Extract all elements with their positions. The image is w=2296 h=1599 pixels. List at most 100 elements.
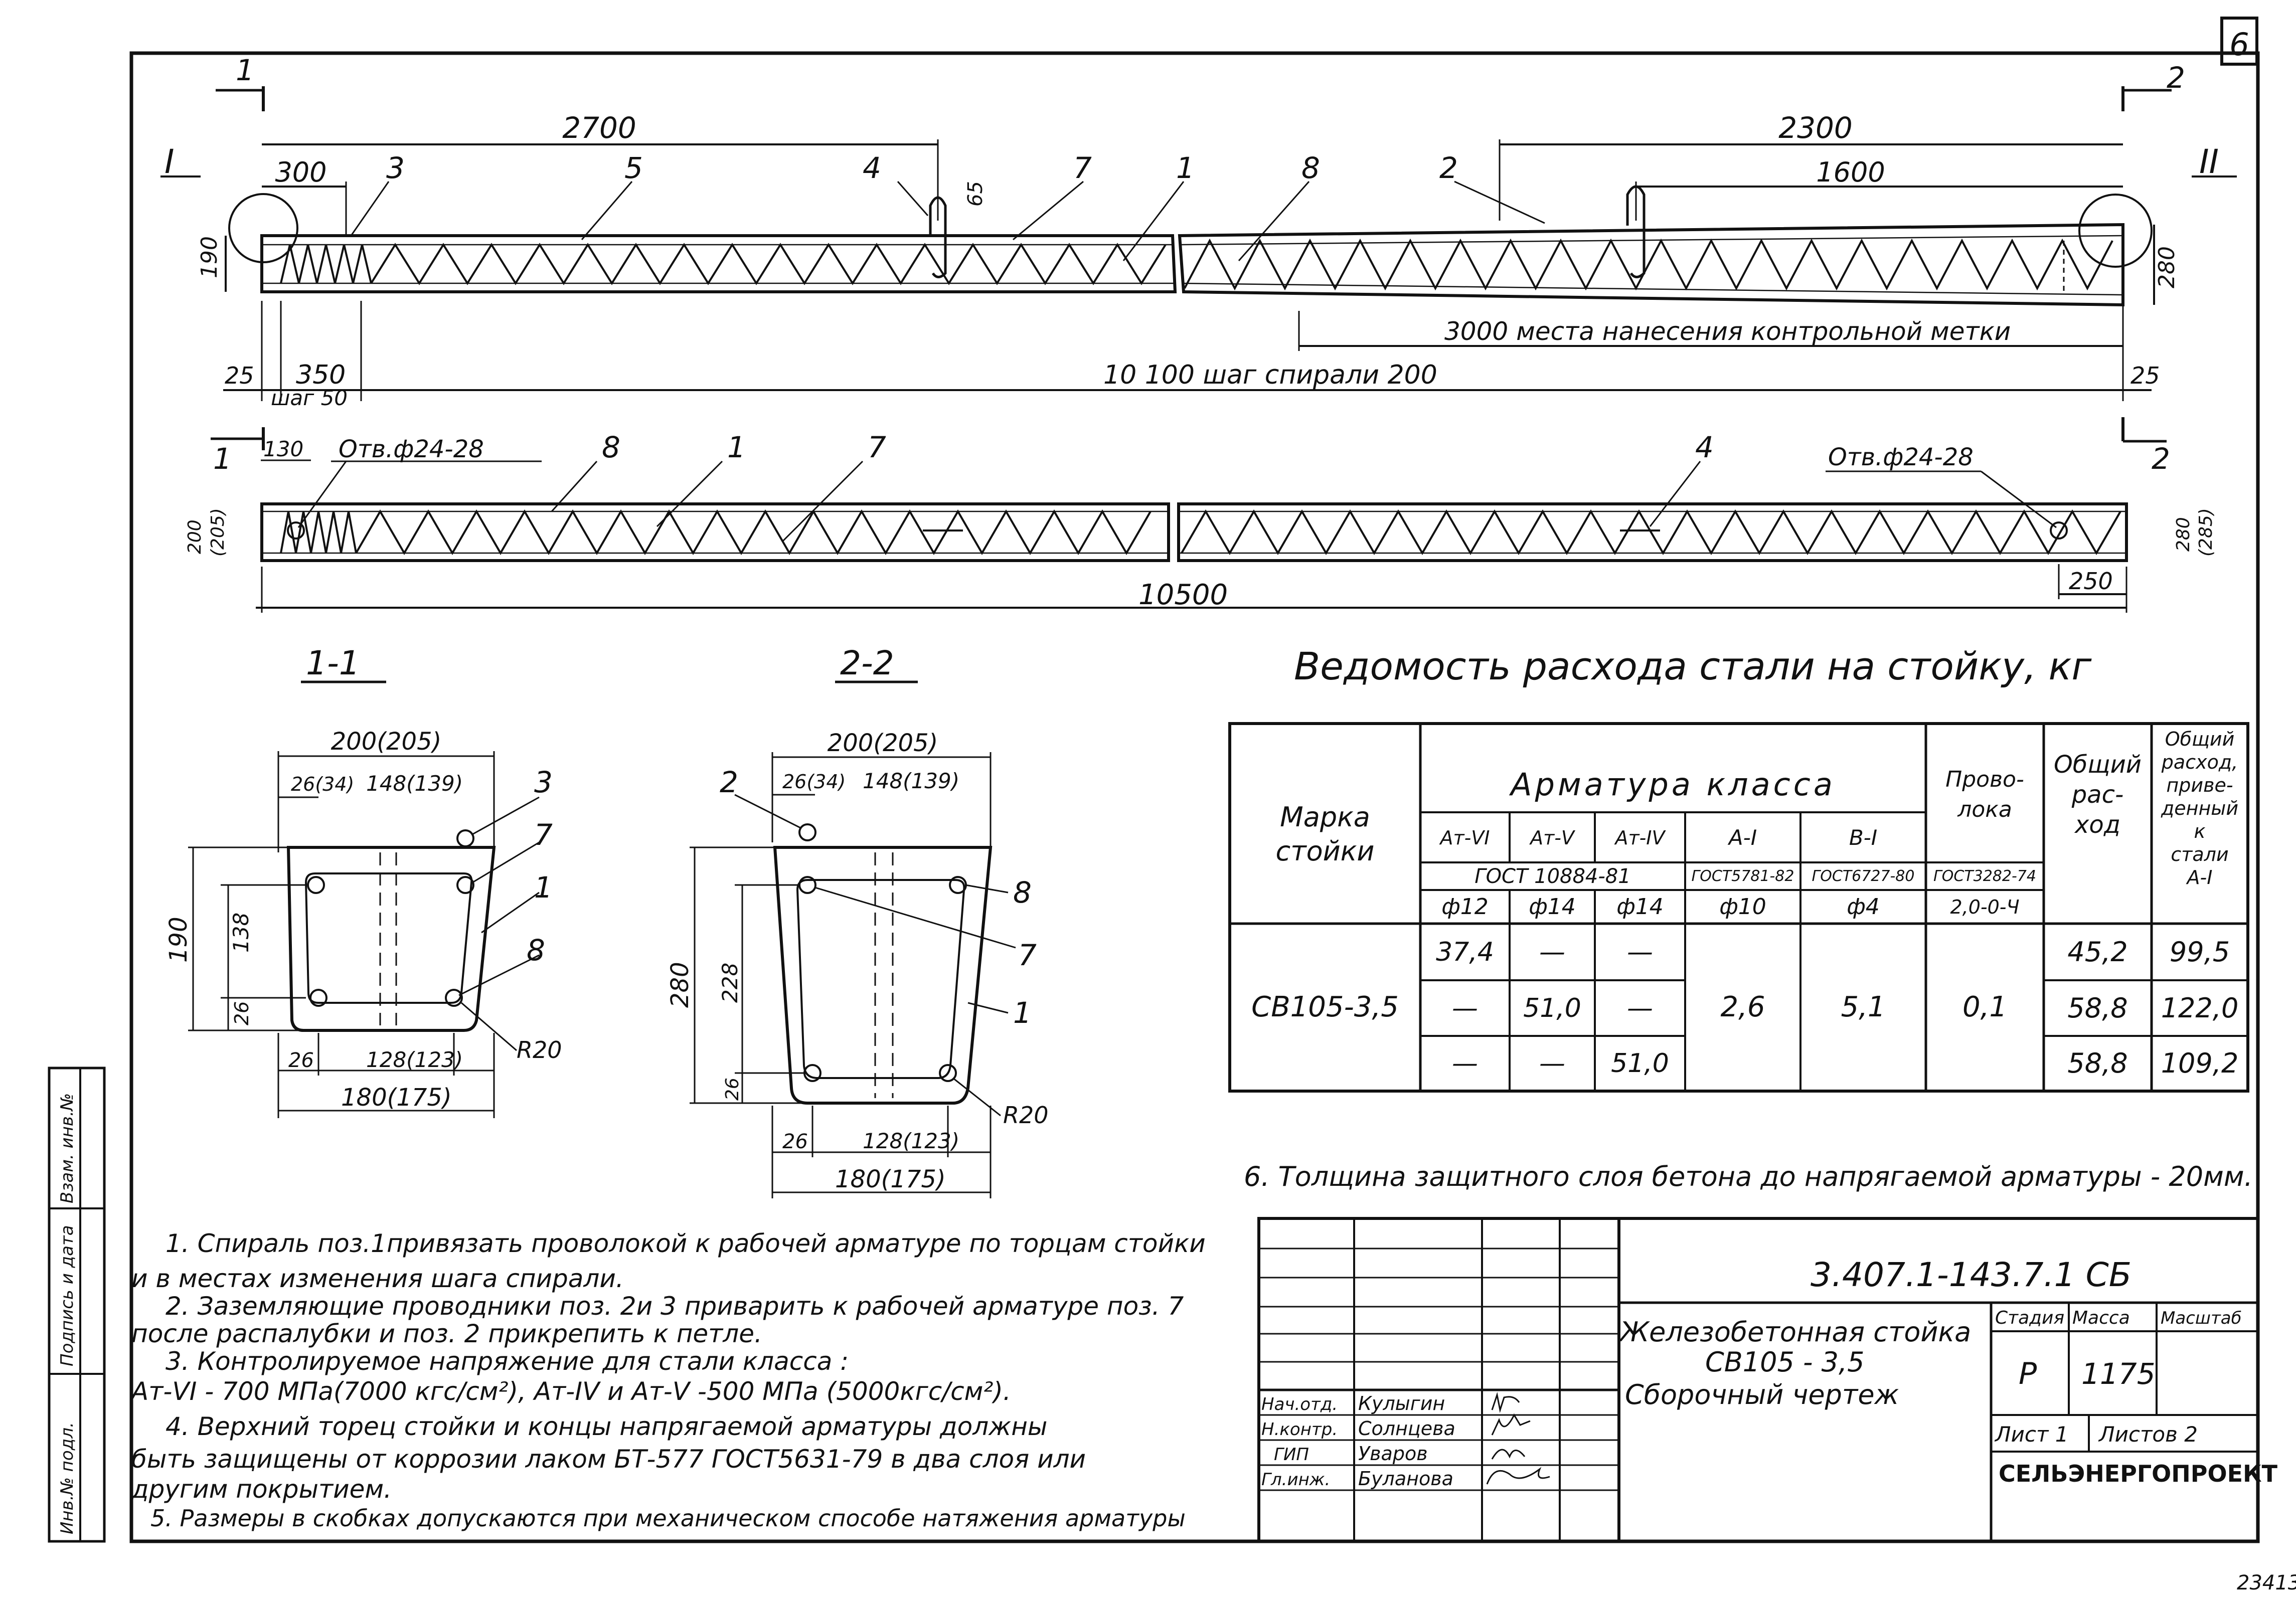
- std-at: ГОСТ 10884-81: [1474, 865, 1631, 888]
- pos-8: 8: [1301, 151, 1320, 185]
- th-red-6: стали: [2171, 843, 2229, 865]
- section-mark-bottom-1: 1: [213, 442, 232, 476]
- r1-total: 45,2: [2067, 936, 2128, 968]
- dim-300: 300: [275, 156, 326, 188]
- shared-a1: 2,6: [1720, 991, 1765, 1023]
- s1-dim-bot-a: 26: [288, 1049, 314, 1072]
- role-1: Нач.отд.: [1261, 1394, 1338, 1414]
- pos-3: 3: [386, 151, 405, 185]
- th-red-5: к: [2194, 820, 2206, 842]
- beam-side-view: 1 2 130 200 (205) 280 (285) 10500 250: [185, 417, 2216, 613]
- s2-dim-top-a: 26(34): [782, 771, 846, 793]
- s2-r20: R20: [1003, 1102, 1049, 1129]
- dim-25-left: 25: [225, 362, 254, 389]
- note-5: 5. Размеры в скобках допускаются при мех…: [150, 1505, 1186, 1532]
- s2-dim-top-b: 148(139): [863, 769, 959, 793]
- shared-wire: 0,1: [1962, 991, 2008, 1023]
- th-total-3: ход: [2075, 811, 2120, 839]
- s1-pos-3: 3: [534, 765, 553, 799]
- shared-b1: 5,1: [1841, 991, 1886, 1023]
- steel-table: [1228, 722, 2249, 1093]
- s2-pos-1: 1: [1013, 996, 1032, 1030]
- s1-dim-top: 200(205): [331, 728, 442, 756]
- s2-dim-bot-a: 26: [782, 1130, 808, 1153]
- side-pos-7: 7: [868, 430, 886, 464]
- th-red-7: А-I: [2187, 866, 2213, 889]
- section-1-1: 1-1 200(205) 26(34) 148(139) 190 138 26: [165, 644, 562, 1118]
- s1-dim-bot-b: 128(123): [366, 1047, 463, 1072]
- doc-name-line1: Железобетонная стойка: [1618, 1316, 1971, 1348]
- side-stamp: Инв.№ подл. Подпись и дата Взам. инв.№: [48, 1067, 106, 1543]
- note-1a: 1. Спираль поз.1привязать проволокой к р…: [166, 1229, 1206, 1258]
- section-mark-1: 1: [236, 53, 254, 87]
- dia-2: ф14: [1529, 894, 1576, 920]
- s2-dim-top: 200(205): [828, 729, 938, 757]
- s2-pos-2: 2: [720, 765, 738, 799]
- th-total-1: Общий: [2054, 751, 2142, 779]
- page-number: 6: [2229, 26, 2249, 63]
- r1-reduced: 99,5: [2169, 936, 2230, 968]
- s1-r20: R20: [517, 1036, 562, 1063]
- r2-at4: —: [1627, 993, 1653, 1023]
- cls-at5: Ат-V: [1530, 827, 1574, 849]
- hole-label-right: Отв.ф24-28: [1828, 443, 1974, 471]
- person-2: Солнцева: [1358, 1417, 1455, 1440]
- cls-a1: А-I: [1728, 825, 1757, 850]
- section-1-1-title: 1-1: [306, 644, 360, 682]
- dim-3000-note: 3000 места нанесения контрольной метки: [1444, 317, 2011, 346]
- th-red-1: Общий: [2165, 728, 2235, 750]
- dim-10500: 10500: [1138, 579, 1228, 611]
- s2-pos-8: 8: [1013, 875, 1032, 910]
- role-4: Гл.инж.: [1261, 1470, 1330, 1490]
- th-mark-1: Марка: [1280, 801, 1370, 833]
- pos-2: 2: [1439, 151, 1458, 185]
- cls-b1: В-I: [1849, 825, 1878, 850]
- step-50: шаг 50: [271, 386, 348, 410]
- r3-total: 58,8: [2067, 1047, 2128, 1079]
- cls-at4: Ат-IV: [1615, 827, 1665, 849]
- pos-5: 5: [624, 151, 643, 185]
- dim-250: 250: [2069, 568, 2113, 595]
- signatures: [1486, 1392, 1550, 1485]
- s2-dim-228: 228: [718, 963, 742, 1003]
- s1-dim-top-b: 148(139): [366, 771, 463, 796]
- dim-1600: 1600: [1816, 156, 1885, 188]
- role-2: Н.контр.: [1261, 1419, 1338, 1440]
- r1-at5: —: [1539, 937, 1565, 967]
- stamp-sign-date: Подпись и дата: [57, 1225, 77, 1366]
- s1-dim-26: 26: [231, 1001, 253, 1025]
- std-b1: ГОСТ6727-80: [1812, 867, 1915, 885]
- dia-4: ф10: [1719, 894, 1766, 920]
- sheets-total: Листов 2: [2098, 1422, 2198, 1447]
- dim-350: 350: [296, 360, 346, 390]
- stage-header: Стадия: [1995, 1308, 2064, 1328]
- section-2-2: 2-2 200(205) 26(34) 148(139) 280 228 26: [666, 644, 1049, 1198]
- organization: СЕЛЬЭНЕРГОПРОЕКТ: [1999, 1460, 2278, 1487]
- s1-pos-7: 7: [534, 818, 553, 852]
- dim-2300: 2300: [1778, 111, 1853, 145]
- dim-280-top: 280: [2154, 246, 2180, 288]
- sheet-no: Лист 1: [1994, 1422, 2069, 1447]
- s2-dim-26: 26: [722, 1078, 743, 1101]
- r2-at6: —: [1452, 993, 1478, 1023]
- note-4c: другим покрытием.: [131, 1475, 392, 1504]
- r3-at4: 51,0: [1611, 1048, 1669, 1079]
- s2-dim-280: 280: [666, 962, 694, 1008]
- s1-dim-190: 190: [165, 917, 193, 963]
- th-red-2: расход,: [2161, 751, 2238, 773]
- r2-at5: 51,0: [1523, 993, 1581, 1023]
- th-wire-2: лока: [1957, 797, 2012, 822]
- dim-10100-note: 10 100 шаг спирали 200: [1103, 360, 1437, 390]
- dia-6: 2,0-0-Ч: [1950, 896, 2020, 918]
- dim-65: 65: [964, 181, 987, 207]
- scale-header: Масштаб: [2161, 1308, 2242, 1328]
- dim-25-right: 25: [2130, 362, 2160, 389]
- s2-dim-bottom: 180(175): [835, 1165, 946, 1193]
- doc-code: 3.407.1-143.7.1 СБ: [1811, 1256, 2131, 1294]
- th-red-3: приве-: [2166, 774, 2233, 796]
- th-wire-1: Прово-: [1945, 767, 2024, 792]
- hole-label-left: Отв.ф24-28: [339, 435, 484, 463]
- dim-205-side: (205): [208, 508, 228, 557]
- note-4a: 4. Верхний торец стойки и концы напрягае…: [166, 1412, 1048, 1441]
